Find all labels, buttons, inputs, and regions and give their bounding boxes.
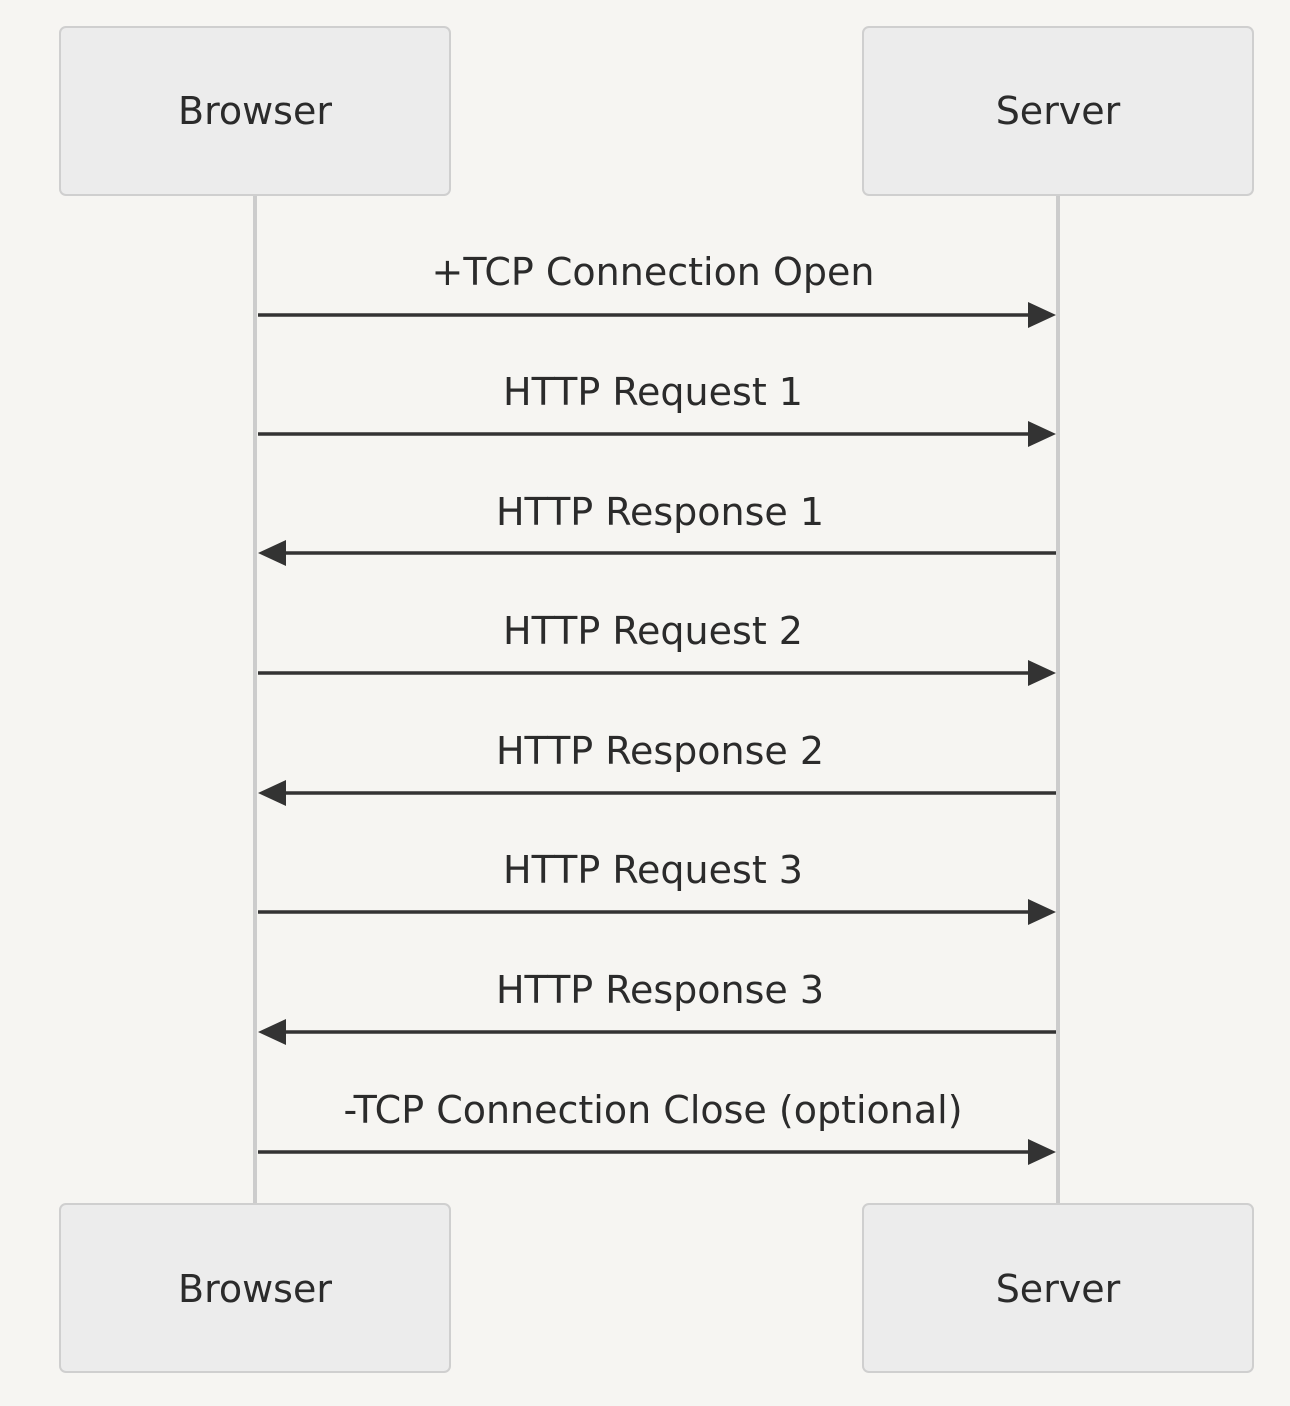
message-8-arrowhead: [1028, 1139, 1056, 1165]
message-6: HTTP Request 3: [258, 848, 1056, 925]
actor-top-browser: Browser: [59, 26, 451, 196]
message-2: HTTP Request 1: [258, 370, 1056, 447]
message-5: HTTP Response 2: [258, 729, 1056, 806]
message-3-label: HTTP Response 1: [496, 490, 824, 534]
message-6-label: HTTP Request 3: [503, 848, 803, 892]
message-6-arrowhead: [1028, 899, 1056, 925]
message-8-label: -TCP Connection Close (optional): [343, 1088, 962, 1132]
message-1: +TCP Connection Open: [258, 250, 1056, 328]
message-5-label: HTTP Response 2: [496, 729, 824, 773]
actor-bottom-browser-label: Browser: [178, 1267, 332, 1311]
message-7-label: HTTP Response 3: [496, 968, 824, 1012]
message-4-label: HTTP Request 2: [503, 609, 803, 653]
actor-top-browser-label: Browser: [178, 89, 332, 133]
message-7-arrowhead: [258, 1019, 286, 1045]
message-8: -TCP Connection Close (optional): [258, 1088, 1056, 1165]
message-1-arrowhead: [1028, 302, 1056, 328]
actor-bottom-browser: Browser: [59, 1203, 451, 1373]
message-5-arrowhead: [258, 780, 286, 806]
message-4: HTTP Request 2: [258, 609, 1056, 686]
actor-top-server: Server: [862, 26, 1254, 196]
message-7: HTTP Response 3: [258, 968, 1056, 1045]
actor-bottom-server: Server: [862, 1203, 1254, 1373]
message-2-arrowhead: [1028, 421, 1056, 447]
message-2-label: HTTP Request 1: [503, 370, 803, 414]
actor-top-server-label: Server: [996, 89, 1121, 133]
message-3-arrowhead: [258, 540, 286, 566]
actor-bottom-server-label: Server: [996, 1267, 1121, 1311]
message-3: HTTP Response 1: [258, 490, 1056, 566]
message-1-label: +TCP Connection Open: [432, 250, 875, 294]
message-4-arrowhead: [1028, 660, 1056, 686]
